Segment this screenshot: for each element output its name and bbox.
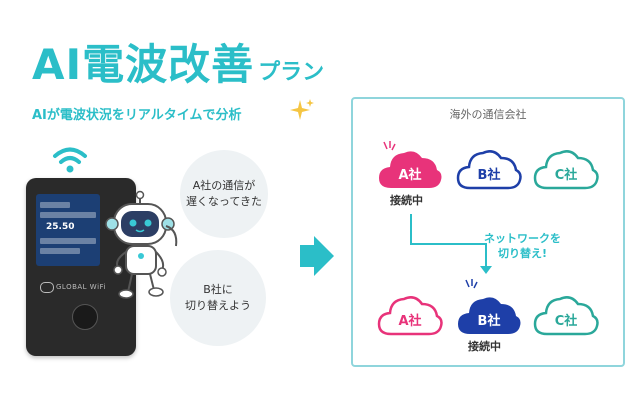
cloud-c-top-icon <box>533 150 599 190</box>
subtitle: AIが電波状況をリアルタイムで分析 <box>32 108 242 123</box>
cloud-a-bottom-label: A社 <box>398 314 422 329</box>
cloud-b-top-icon <box>456 150 522 190</box>
wifi-icon <box>53 147 87 173</box>
top-status: 接続中 <box>390 194 423 207</box>
speech-bubble-slow: A社の通信が 遅くなってきた <box>180 150 268 238</box>
title-sub: プラン <box>258 60 325 85</box>
cloud-c-bottom-label: C社 <box>554 314 578 329</box>
sparkle-icon <box>290 99 314 120</box>
switch-text: ネットワークを 切り替え! <box>484 232 561 262</box>
robot-mascot-icon <box>105 190 178 299</box>
bubble1-line2: 遅くなってきた <box>185 195 263 208</box>
bubble2-line2: 切り替えよう <box>185 299 251 312</box>
cloud-b-bottom-label: B社 <box>477 314 501 329</box>
speech-bubble-switch: B社に 切り替えよう <box>170 250 266 346</box>
cloud-c-top-label: C社 <box>554 168 578 183</box>
plan-title: AI電波改善 プラン <box>32 22 324 86</box>
cloud-b-bottom-icon <box>458 297 521 334</box>
signal-burst-icon <box>465 279 478 289</box>
device-screen: 25.50 <box>36 194 100 266</box>
bubble1-line1: A社の通信が <box>192 179 256 193</box>
cloud-c-bottom-icon <box>533 296 599 336</box>
bubble2-line1: B社に <box>203 283 233 297</box>
panel-title: 海外の通信会社 <box>449 108 527 121</box>
switch-text-line1: ネットワークを <box>484 232 561 245</box>
device-home-button <box>72 304 98 330</box>
cloud-a-bottom-icon <box>377 296 443 336</box>
cloud-a-top-icon <box>379 151 442 188</box>
signal-burst-icon <box>383 141 396 151</box>
cloud-a-top-label: A社 <box>398 168 422 183</box>
brand-logo-icon <box>40 282 54 293</box>
screen-value: 25.50 <box>46 222 75 232</box>
cloud-b-top-label: B社 <box>477 168 501 183</box>
switch-path-arrow <box>410 214 492 274</box>
right-arrow-icon <box>300 236 334 276</box>
device-brand: GLOBAL WiFi <box>56 283 106 291</box>
switch-text-line2: 切り替え! <box>497 246 548 260</box>
title-main: AI電波改善 <box>32 40 255 89</box>
bottom-status: 接続中 <box>468 340 501 353</box>
